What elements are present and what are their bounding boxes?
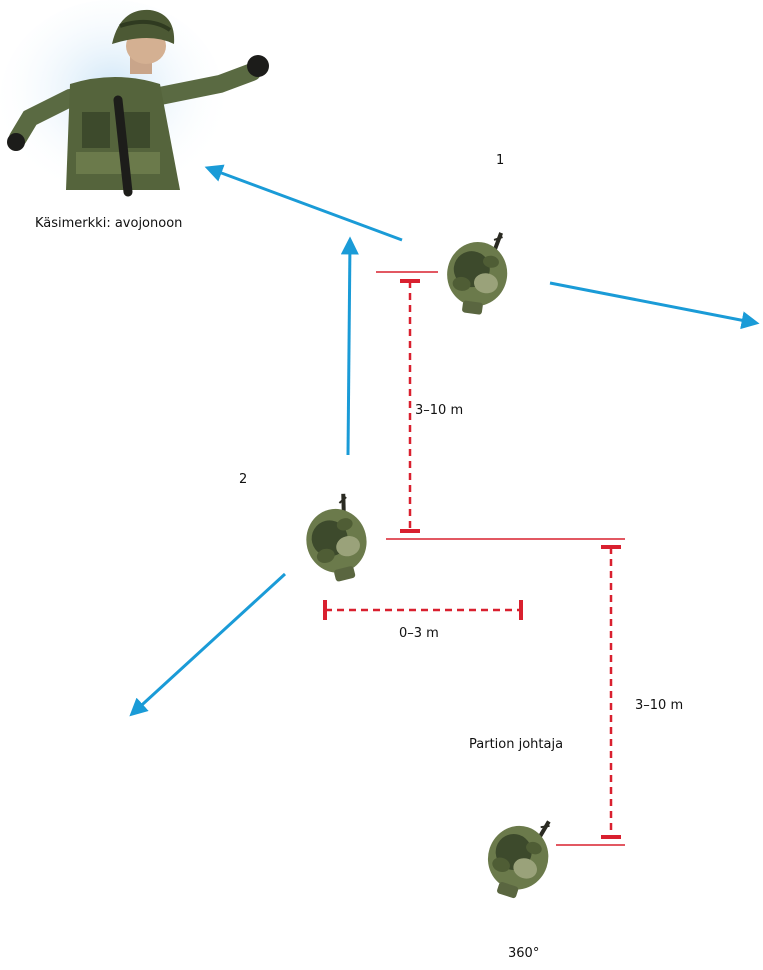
leader-label: Partion johtaja [469,737,564,752]
leader-watch-sector-label: 360° [508,946,540,961]
soldier-2-number: 2 [239,472,248,487]
soldier-2-figure [294,488,378,589]
arrow-icon [340,236,359,456]
arrow-icon [129,572,287,717]
distance-1-2-label: 3–10 m [415,403,464,418]
lateral-distance-label: 0–3 m [399,626,439,641]
reference-lines [376,271,625,846]
soldier-hand-signal-icon [7,9,269,197]
soldier-top-view-icon [294,488,378,589]
hand-signal-caption: Käsimerkki: avojonoon [35,216,183,231]
arrow-icon [549,281,760,330]
soldier-1-number: 1 [496,153,505,168]
soldier-top-view-icon [439,224,515,320]
leader-figure [475,804,563,908]
direction-arrows [129,164,760,717]
soldier-top-view-icon [475,804,563,908]
measurement-lines [323,279,621,839]
arrow-icon [204,164,403,242]
distance-2-leader-label: 3–10 m [635,698,684,713]
soldier-1-figure [439,224,515,320]
